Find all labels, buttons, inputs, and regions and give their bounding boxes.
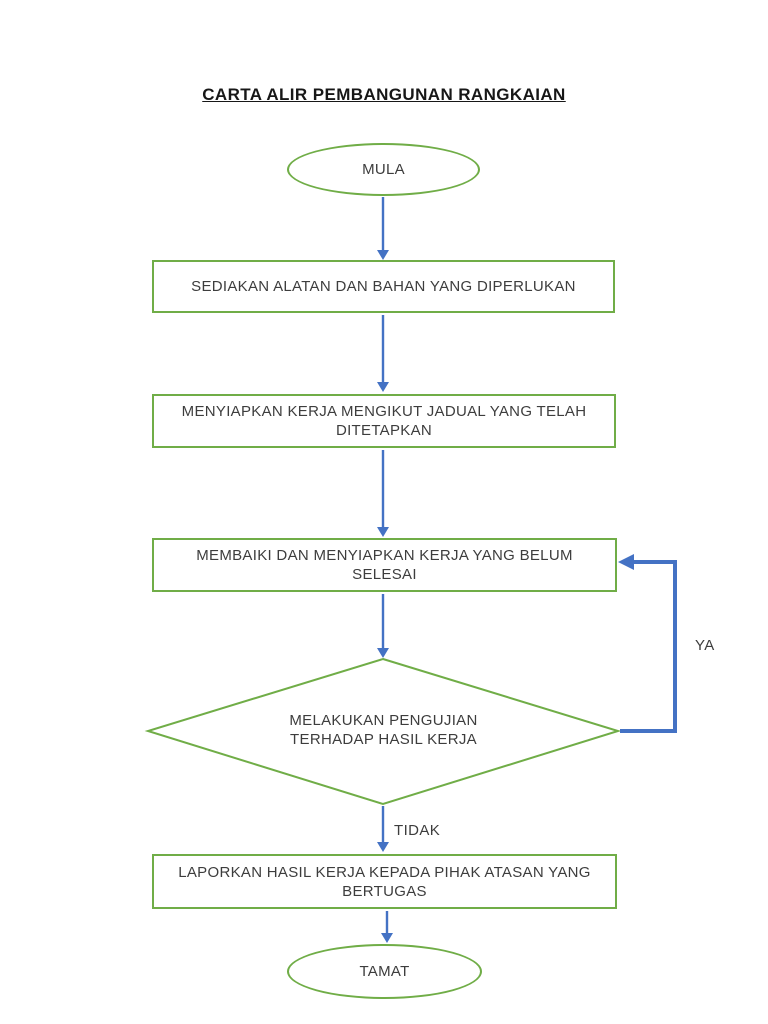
node-step2-process: MENYIAPKAN KERJA MENGIKUT JADUAL YANG TE… [152,394,616,448]
node-step1-process: SEDIAKAN ALATAN DAN BAHAN YANG DIPERLUKA… [152,260,615,313]
report-label-line1: LAPORKAN HASIL KERJA KEPADA PIHAK ATASAN… [178,863,591,881]
branch-label-tidak: TIDAK [394,822,441,839]
step3-label-line2: SELESAI [352,566,417,583]
decision-label-line2: TERHADAP HASIL KERJA [290,731,477,748]
decision-diamond-shape [144,657,622,806]
node-step3-process: MEMBAIKI DAN MENYIAPKAN KERJA YANG BELUM… [152,538,617,592]
arrowhead-step3-to-decision [377,648,389,658]
start-label: MULA [362,161,405,178]
report-label-line2: BERTUGAS [342,882,427,900]
decision-label-line1: MELAKUKAN PENGUJIAN [289,712,478,729]
arrowhead-start-to-step1 [377,250,389,260]
node-end-terminator: TAMAT [287,944,482,999]
end-label: TAMAT [359,963,410,980]
connector-decision-ya-loop [620,560,677,733]
node-report-process: LAPORKAN HASIL KERJA KEPADA PIHAK ATASAN… [152,854,617,909]
arrowhead-ya-loop [618,554,634,570]
step2-label-line1: MENYIAPKAN KERJA MENGIKUT JADUAL YANG TE… [181,403,587,420]
arrowhead-step2-to-step3 [377,527,389,537]
decision-label: MELAKUKAN PENGUJIAN TERHADAP HASIL KERJA [233,711,534,749]
arrowhead-decision-to-report [377,842,389,852]
step1-label: SEDIAKAN ALATAN DAN BAHAN YANG DIPERLUKA… [191,278,576,295]
branch-label-ya: YA [695,637,715,654]
step3-label-line1: MEMBAIKI DAN MENYIAPKAN KERJA YANG BELUM [196,547,573,564]
arrowhead-step1-to-step2 [377,382,389,392]
arrowhead-report-to-end [381,933,393,943]
node-start-terminator: MULA [287,143,480,196]
page-title: CARTA ALIR PEMBANGUNAN RANGKAIAN [202,85,566,104]
step2-label-line2: DITETAPKAN [335,422,433,439]
